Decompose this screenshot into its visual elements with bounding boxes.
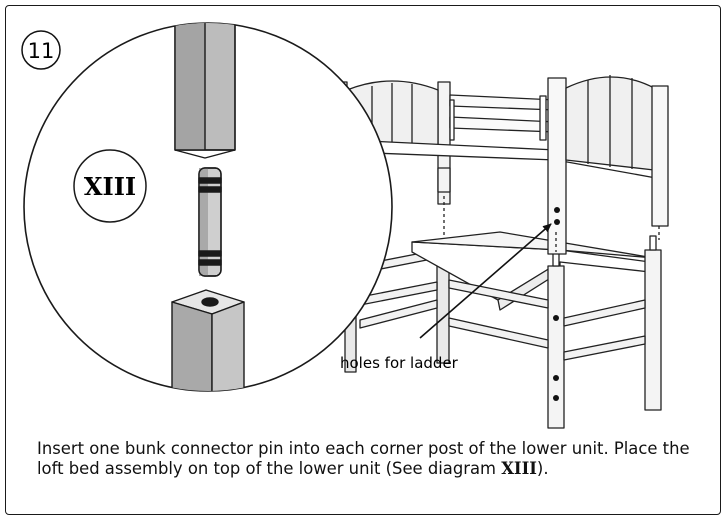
instruction-text-main: Insert one bunk connector pin into each … <box>37 439 690 478</box>
lower-post-detail <box>171 289 245 391</box>
step-number-badge: 11 <box>21 30 61 70</box>
ladder-holes-callout: holes for ladder <box>340 223 552 372</box>
upper-post-detail <box>174 23 236 159</box>
diagram-label: XIII <box>84 172 136 201</box>
lower-unit <box>344 231 662 429</box>
diagram-label-badge: XIII <box>73 149 147 223</box>
diagram-reference: XIII <box>501 458 537 478</box>
instruction-text: Insert one bunk connector pin into each … <box>37 439 707 478</box>
step-number: 11 <box>28 39 55 63</box>
instruction-text-end: ). <box>536 458 549 478</box>
callout-label: holes for ladder <box>340 354 459 372</box>
pin-detail-magnifier: XIII <box>23 22 393 392</box>
instruction-panel <box>5 5 721 515</box>
connector-pin <box>198 167 222 277</box>
